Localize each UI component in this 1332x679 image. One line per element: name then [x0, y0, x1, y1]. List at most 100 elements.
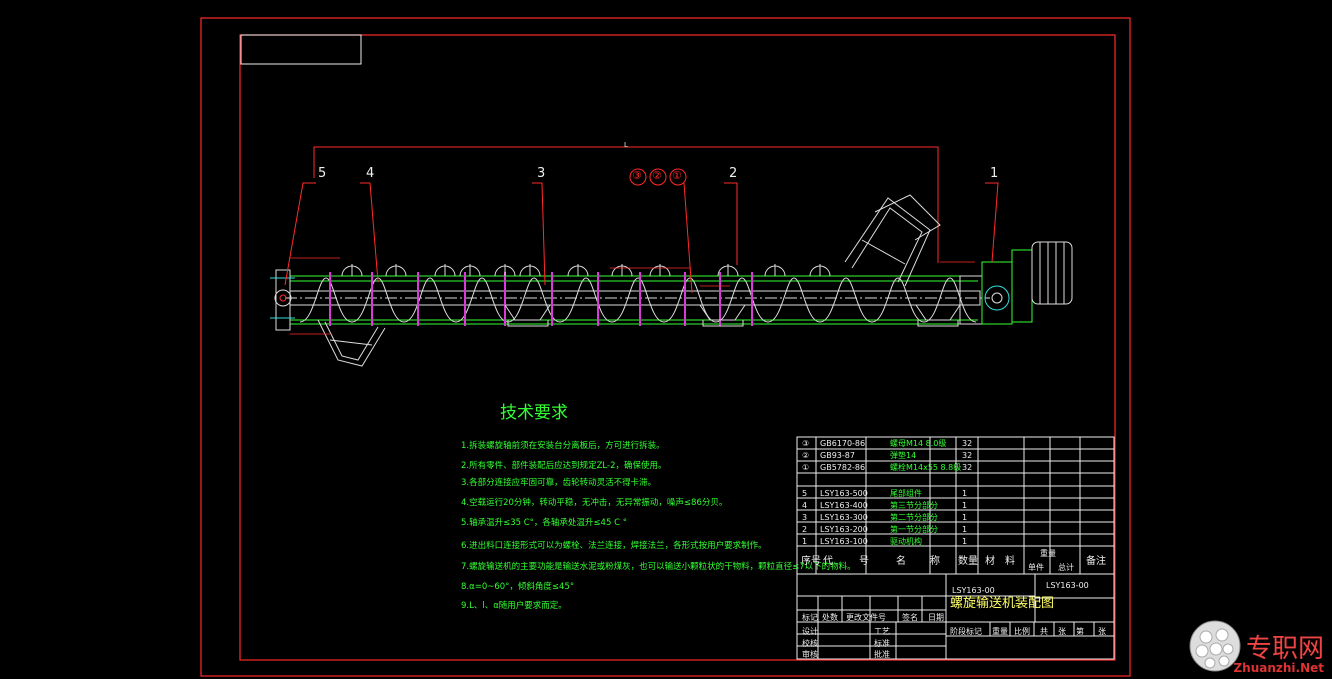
sheet-label: 共	[1040, 627, 1048, 636]
bom-header-weight: 重量	[1040, 549, 1056, 558]
bom-name: 弹垫14	[890, 451, 917, 460]
drawing-code-2: LSY163-00	[1046, 581, 1089, 590]
callout-1: 1	[990, 166, 999, 181]
watermark-en: Zhuanzhi.Net	[1233, 661, 1324, 675]
bom-header-total: 总计	[1058, 563, 1074, 572]
bom-no: ②	[802, 451, 810, 460]
role-label-2: 批准	[874, 650, 890, 659]
tech-req-item: 2.所有零件、部件装配后应达到规定ZL-2，确保使用。	[461, 461, 667, 471]
tech-req-item: 5.轴承温升≤35 C°，各轴承处温升≤45 C °	[461, 518, 627, 528]
watermark-globe-icon	[1189, 620, 1241, 672]
bom-no: ③	[802, 439, 810, 448]
bom-name: 第一节分部分	[890, 525, 938, 534]
outlet-hopper	[844, 194, 941, 287]
callout-circle-2: ②	[652, 169, 662, 182]
tech-req-item: 1.拆装螺旋轴前须在安装台分离板后，方可进行拆装。	[461, 441, 665, 451]
tech-req-item: 8.α=0~60°，倾斜角度≤45°	[461, 582, 575, 592]
bom-qty: 1	[962, 513, 968, 522]
bom-qty: 32	[962, 463, 973, 472]
bom-no: ①	[802, 463, 810, 472]
conveyor-body	[285, 275, 990, 325]
tech-req-item: 6.进出料口连接形式可以为螺栓、法兰连接，焊接法兰，各形式按用户要求制作。	[461, 541, 767, 551]
drawing-code: LSY163-00	[952, 586, 995, 595]
stage-label: 重量	[992, 627, 1008, 636]
bom-qty: 1	[962, 501, 968, 510]
flange-lines	[329, 272, 753, 326]
screw-flights	[299, 277, 977, 323]
dimension-L-label: L	[624, 141, 628, 149]
bom-no: 3	[802, 513, 808, 522]
bom-name: 驱动机构	[890, 537, 922, 546]
sheet-label: 张	[1098, 627, 1106, 636]
callout-circles	[629, 168, 687, 186]
code-box	[240, 34, 362, 65]
outer-border	[200, 17, 1131, 677]
hangers	[341, 264, 831, 277]
rev-label: 标记	[802, 613, 818, 622]
callout-3: 3	[537, 166, 546, 181]
rev-label: 签名	[902, 613, 918, 622]
tech-req-item: 7.螺旋输送机的主要功能是输送水泥或粉煤灰，也可以输送小颗粒状的干物料，颗粒直径…	[461, 562, 856, 572]
bom-header-code: 代号	[823, 556, 895, 567]
bom-header-unit: 单件	[1028, 563, 1044, 572]
bom-qty: 32	[962, 439, 973, 448]
role-label: 设计	[802, 627, 818, 636]
tech-req-item: 3.各部分连接应牢固可靠，齿轮转动灵活不得卡滞。	[461, 478, 657, 488]
bom-qty: 1	[962, 525, 968, 534]
sheet-label: 张	[1058, 627, 1066, 636]
bom-header-name: 名称	[896, 556, 964, 567]
drawing-name: 螺旋输送机装配图	[950, 596, 1055, 611]
callout-leaders	[284, 182, 999, 294]
callout-4: 4	[366, 166, 375, 181]
bom-no: 4	[802, 501, 808, 510]
bom-name: 螺栓M14x55 8.8级	[890, 463, 962, 472]
dimension-L	[313, 146, 939, 263]
bom-table	[796, 436, 1115, 660]
inlet-hopper	[317, 319, 386, 367]
sheet-label: 第	[1076, 627, 1084, 636]
bom-no: 2	[802, 525, 808, 534]
drive-unit	[959, 241, 1073, 325]
bom-qty: 1	[962, 537, 968, 546]
bom-no: 1	[802, 537, 808, 546]
rev-label: 处数	[822, 613, 838, 622]
inner-border	[239, 34, 1116, 661]
support-feet	[504, 304, 961, 327]
dimension-lines	[290, 257, 975, 335]
bom-header-material: 材料	[985, 556, 1025, 567]
bom-code: GB6170-86	[820, 439, 866, 448]
stage-label: 阶段标记	[950, 627, 982, 636]
bom-code: LSY163-100	[820, 537, 868, 546]
bom-header-qty: 数量	[958, 556, 978, 567]
bom-no: 5	[802, 489, 808, 498]
callout-5: 5	[318, 166, 327, 181]
bom-code: LSY163-400	[820, 501, 868, 510]
rev-label: 日期	[928, 613, 944, 622]
bom-qty: 1	[962, 489, 968, 498]
bom-name: 第二节分部分	[890, 513, 938, 522]
bom-qty: 32	[962, 451, 973, 460]
role-label: 审核	[802, 650, 818, 659]
role-label-2: 工艺	[874, 627, 890, 636]
bom-code: LSY163-300	[820, 513, 868, 522]
bom-name: 尾部组件	[890, 489, 922, 498]
bom-name: 螺母M14 8.0级	[890, 439, 947, 448]
tech-req-title: 技术要求	[500, 403, 568, 423]
bom-code: LSY163-200	[820, 525, 868, 534]
tech-req-item: 4.空载运行20分钟，转动平稳，无冲击，无异常振动，噪声≤86分贝。	[461, 498, 728, 508]
stage-label: 比例	[1014, 627, 1030, 636]
callout-circle-3: ③	[632, 169, 642, 182]
watermark-cn: 专职网	[1245, 633, 1324, 664]
callout-circle-1: ①	[672, 169, 682, 182]
bom-code: LSY163-500	[820, 489, 868, 498]
bom-name: 第三节分部分	[890, 501, 938, 510]
tech-req-item: 9.L、l、α随用户要求而定。	[461, 601, 567, 611]
bom-code: GB93-87	[820, 451, 855, 460]
role-label-2: 标准	[874, 639, 890, 648]
callout-2: 2	[729, 166, 738, 181]
tail-bearing	[270, 269, 295, 331]
bom-code: GB5782-86	[820, 463, 866, 472]
bom-header-no: 序号	[801, 556, 821, 567]
role-label: 校核	[802, 639, 818, 648]
